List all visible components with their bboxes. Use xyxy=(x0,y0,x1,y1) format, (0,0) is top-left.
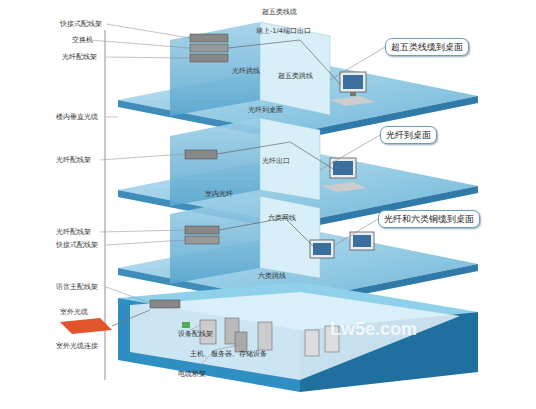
part-label: 光纤跳线 xyxy=(232,67,260,75)
callout-box: 光纤和六类铜缆到桌面 xyxy=(378,210,480,228)
part-label: 光纤配线架 xyxy=(56,228,91,236)
callout-text: 光纤到桌面 xyxy=(386,127,431,143)
part-label: 超五类线缆 xyxy=(262,8,297,16)
part-label: 室外光缆 xyxy=(60,308,88,316)
part-label: 室外光缆连接 xyxy=(56,342,98,350)
callout-text: 超五类线缆到桌面 xyxy=(391,39,463,55)
part-label: 快接式配线架 xyxy=(60,20,102,28)
part-label: 设备配线架 xyxy=(178,330,213,338)
part-label: 六类网线 xyxy=(268,214,296,222)
callout-text: 光纤和六类铜缆到桌面 xyxy=(384,211,474,227)
part-label: 墙上-1/4端口出口 xyxy=(256,27,311,35)
part-label: 光纤配线架 xyxy=(56,156,91,164)
callout-box: 光纤到桌面 xyxy=(380,126,437,144)
part-label: 光纤出口 xyxy=(262,157,290,165)
part-label: 六类跳线 xyxy=(258,272,286,280)
part-label: 交换机 xyxy=(72,36,93,44)
part-label: 楼内垂直光缆 xyxy=(56,113,98,121)
watermark: Lw5e.com xyxy=(330,325,417,333)
part-label: 快接式配线架 xyxy=(56,241,98,249)
part-label: 超五类跳线 xyxy=(278,72,313,80)
callout-box: 超五类线缆到桌面 xyxy=(385,38,469,56)
part-label: 电缆桥架 xyxy=(178,370,206,378)
part-label: 语音主配线架 xyxy=(56,283,98,291)
part-label: 主机、服务器、存储设备 xyxy=(190,350,267,358)
part-label: 室内光纤 xyxy=(205,190,233,198)
part-label: 光纤到桌面 xyxy=(248,106,283,114)
part-label: 光纤配线架 xyxy=(62,53,97,61)
